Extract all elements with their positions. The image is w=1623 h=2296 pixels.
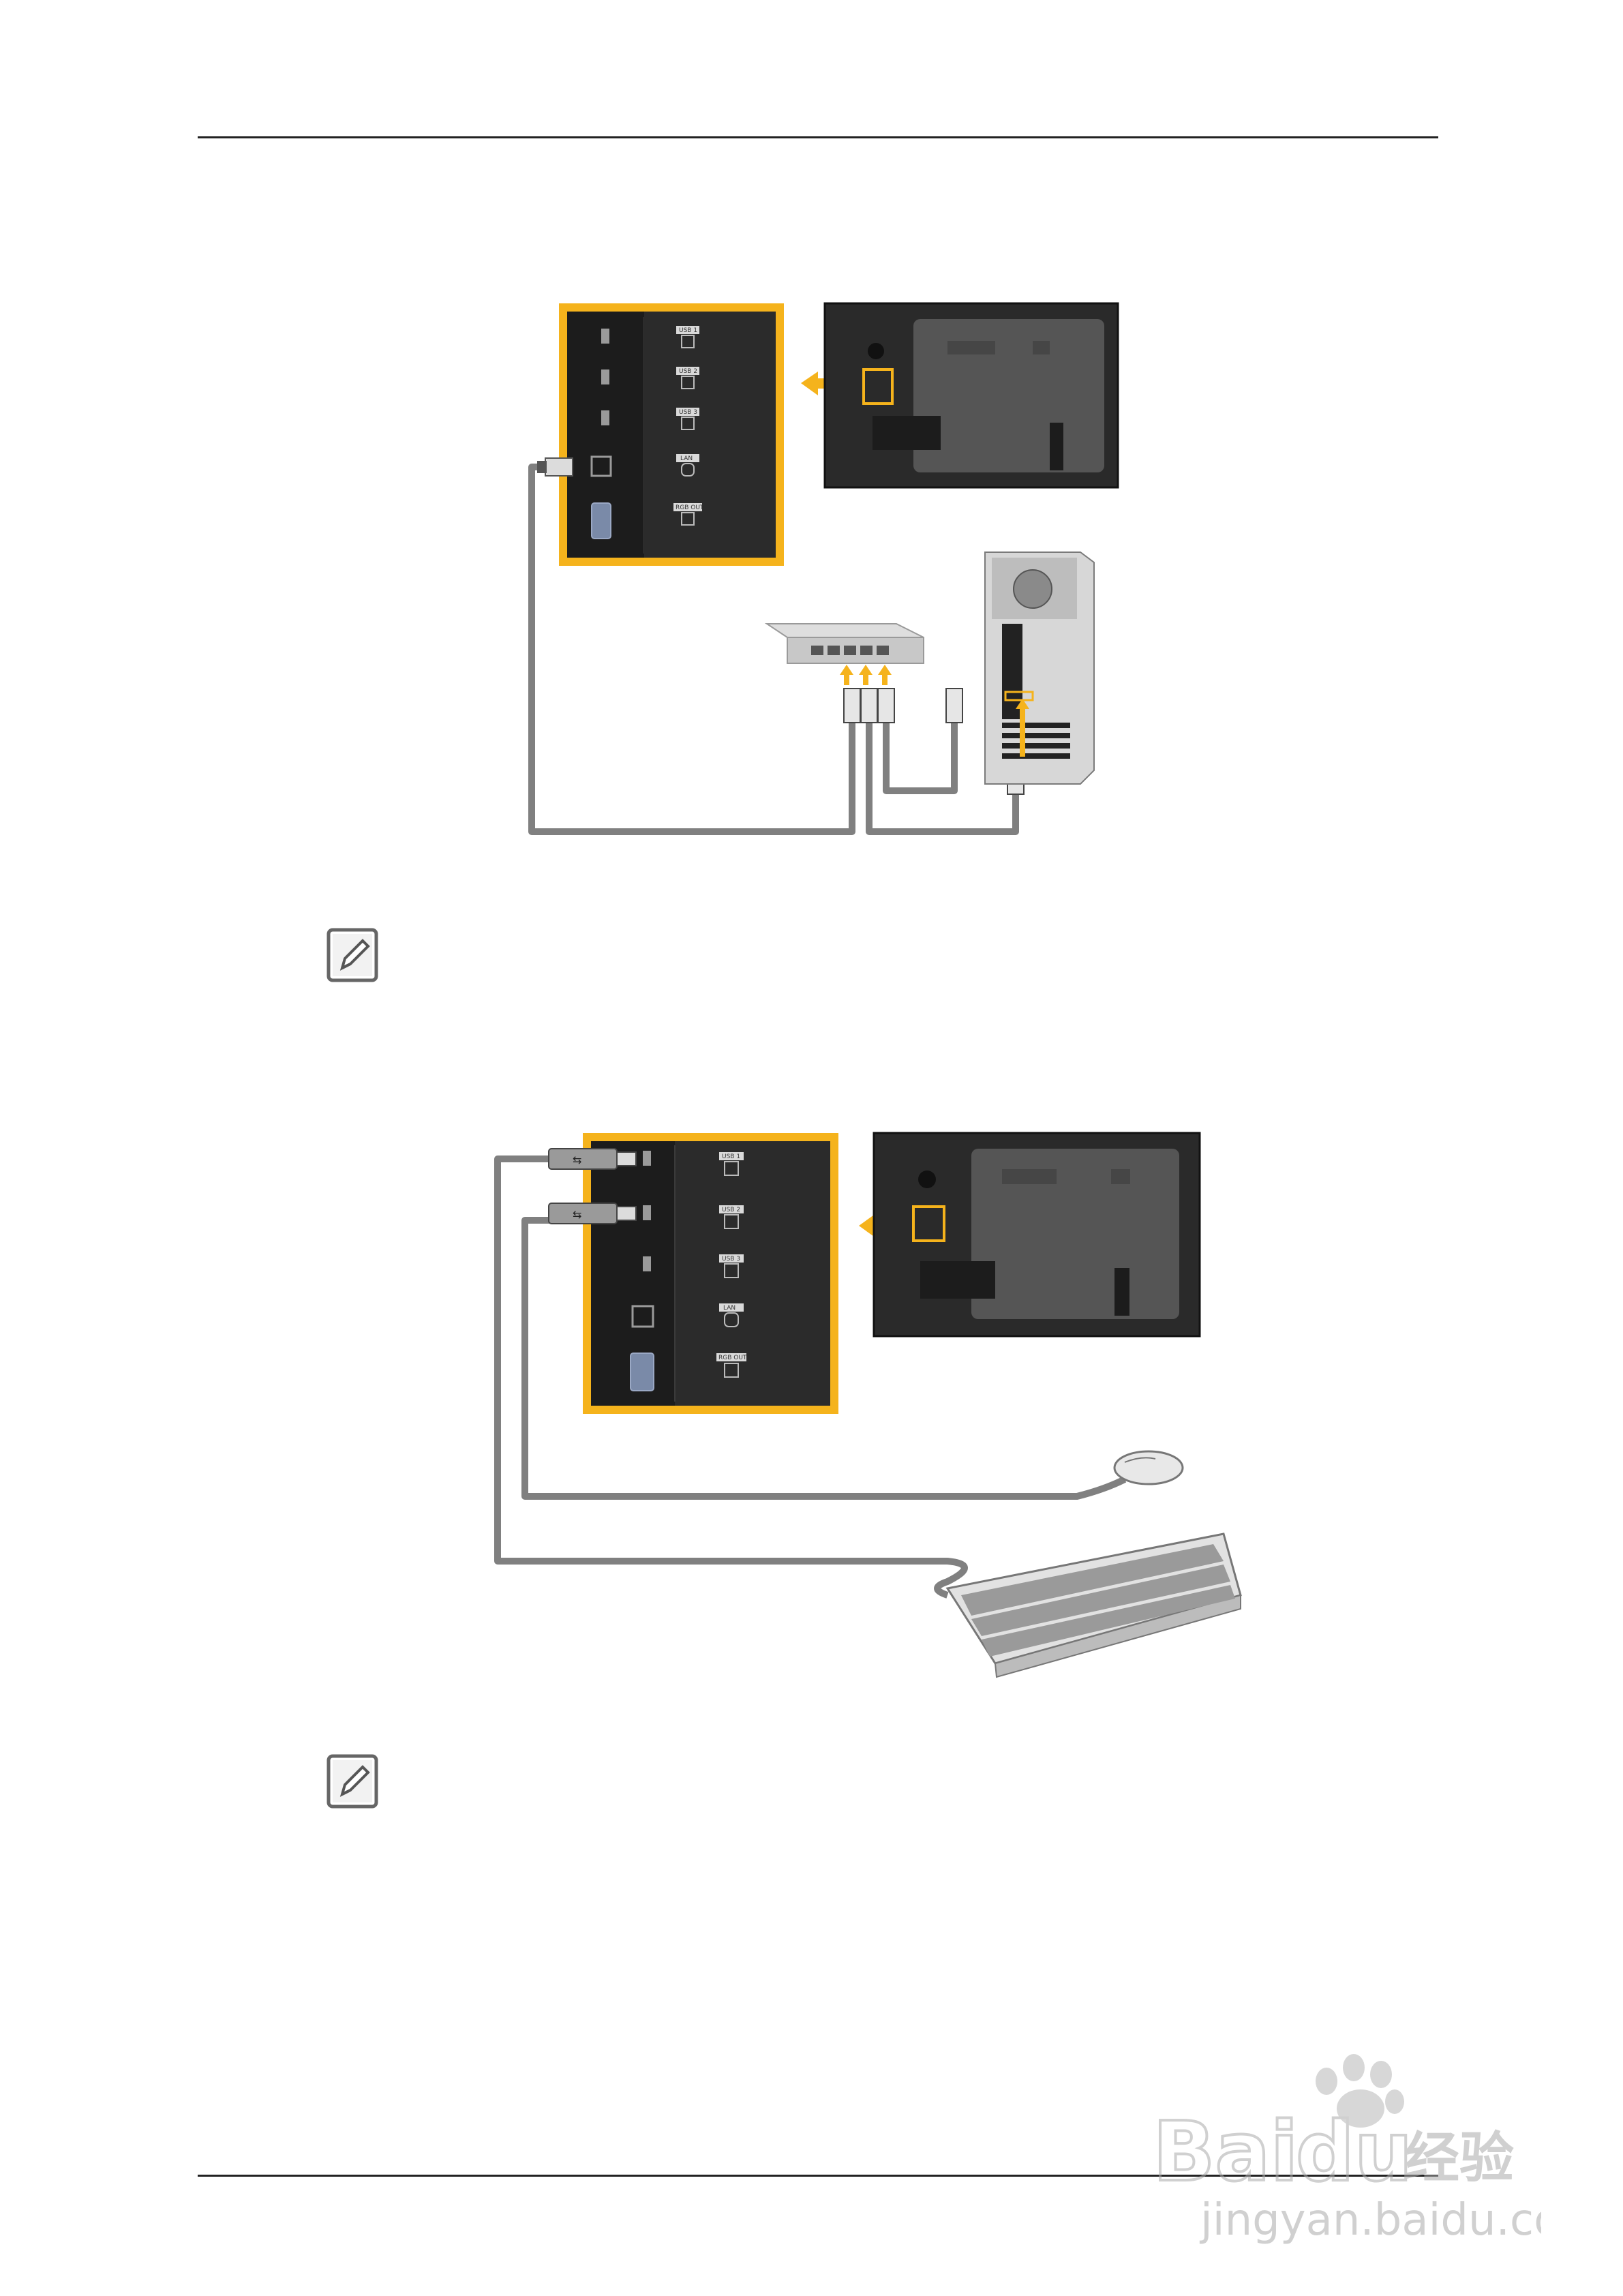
watermark-cn-text: 经验 xyxy=(1405,2126,1514,2190)
usb-port-icon xyxy=(601,369,609,384)
watermark-brand-du: du xyxy=(1296,2105,1412,2200)
port-label-rgb-out: RGB OUT xyxy=(676,504,704,511)
watermark-brand-bai: Bai xyxy=(1153,2105,1299,2200)
baidu-jingyan-watermark: Bai du 经验 jingyan.baidu.com xyxy=(1132,2044,1541,2248)
display-rear-view xyxy=(825,303,1118,487)
port-label-usb3: USB 3 xyxy=(722,1256,740,1263)
usb-plug-icon: ⇆ xyxy=(549,1149,636,1169)
usb-port-icon xyxy=(601,410,609,425)
display-rear-view xyxy=(874,1133,1200,1336)
mouse xyxy=(1114,1451,1183,1484)
lan-plug-icon xyxy=(537,458,573,476)
port-label-rgb-out: RGB OUT xyxy=(718,1355,747,1361)
up-arrows-icon xyxy=(840,665,892,685)
port-label-lan: LAN xyxy=(680,455,693,462)
svg-text:⇆: ⇆ xyxy=(573,1153,581,1166)
network-hub xyxy=(767,624,924,663)
lan-cable-hub-link xyxy=(886,723,954,791)
note-pencil-icon xyxy=(326,1753,384,1812)
port-label-usb1: USB 1 xyxy=(679,327,697,334)
header-rule xyxy=(198,136,1438,138)
vga-port-icon xyxy=(592,503,611,539)
port-label-usb3: USB 3 xyxy=(679,409,697,416)
port-label-usb2: USB 2 xyxy=(679,368,697,375)
usb-port-icon xyxy=(601,329,609,344)
note-pencil-icon xyxy=(326,927,384,986)
port-label-usb2: USB 2 xyxy=(722,1207,740,1213)
vga-port-icon xyxy=(631,1353,654,1391)
port-label-usb1: USB 1 xyxy=(722,1153,740,1160)
watermark-url: jingyan.baidu.com xyxy=(1199,2195,1541,2246)
svg-text:⇆: ⇆ xyxy=(573,1208,581,1221)
pc-tower xyxy=(985,552,1094,784)
port-panel-zoom: USB 1 USB 2 USB 3 LAN RGB OUT xyxy=(559,303,784,566)
port-panel-zoom: USB 1 USB 2 USB 3 LAN RGB OUT xyxy=(583,1133,838,1414)
keyboard xyxy=(947,1534,1241,1677)
figure-2-usb-keyboard-mouse-diagram: USB 1 USB 2 USB 3 LAN RGB OUT ⇆ ⇆ xyxy=(477,1118,1281,1732)
usb-plug-icon: ⇆ xyxy=(549,1203,636,1224)
port-label-lan: LAN xyxy=(723,1305,735,1312)
figure-1-lan-connection-diagram: USB 1 USB 2 USB 3 LAN RGB OUT xyxy=(477,286,1159,845)
